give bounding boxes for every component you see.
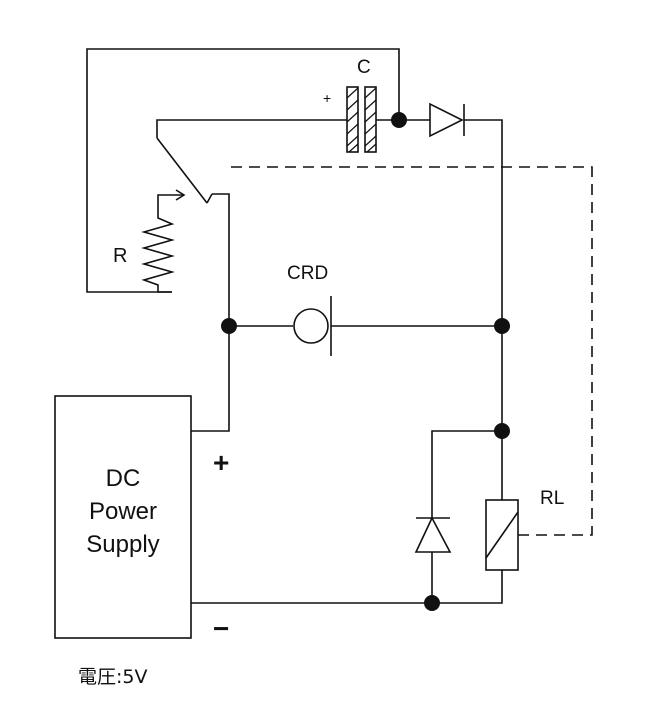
capacitor-hatch: [346, 87, 377, 153]
crd-circle: [293, 308, 329, 344]
diode-bottom-triangle: [414, 516, 452, 553]
capacitor-polarity-label: +: [323, 90, 332, 106]
supply-negative-label: −: [213, 613, 230, 644]
junction-dot: [424, 595, 440, 611]
resistor-label: R: [113, 245, 128, 267]
switch-contact-left: [157, 194, 184, 215]
wire-capacitor-to-switch: [156, 119, 347, 138]
junction-dot: [494, 423, 510, 439]
wire-relay-bottom: [191, 570, 503, 604]
switch-lever: [156, 137, 208, 204]
power-supply-line-1: DC: [105, 465, 141, 492]
junction-dot: [494, 318, 510, 334]
switch-contact-right: [206, 193, 230, 326]
wire-diode-to-right: [464, 119, 503, 326]
junctions: [221, 112, 510, 611]
relay-coil-slash: [485, 511, 519, 559]
capacitor-plate-left: [346, 86, 359, 153]
power-supply-label: DC Power Supply: [55, 462, 191, 561]
crd-label: CRD: [287, 263, 329, 284]
diode-top-triangle: [429, 102, 464, 138]
power-supply-line-2: Power: [88, 498, 158, 525]
voltage-label: 電圧:5V: [78, 666, 148, 688]
wire-psu-positive: [191, 326, 230, 432]
wire-feedback-loop: [86, 48, 400, 293]
power-supply-box: [54, 395, 192, 639]
supply-positive-label: +: [213, 447, 230, 478]
switch-arrow: [175, 189, 186, 201]
wire-diode-branch: [431, 430, 502, 518]
junction-dot: [221, 318, 237, 334]
capacitor-label: C: [357, 57, 371, 78]
relay-label: RL: [540, 488, 565, 509]
power-supply-line-3: Supply: [86, 531, 160, 558]
resistor-zigzag: [141, 215, 175, 293]
relay-linkage-dashed: [225, 166, 593, 536]
junction-dot: [391, 112, 407, 128]
